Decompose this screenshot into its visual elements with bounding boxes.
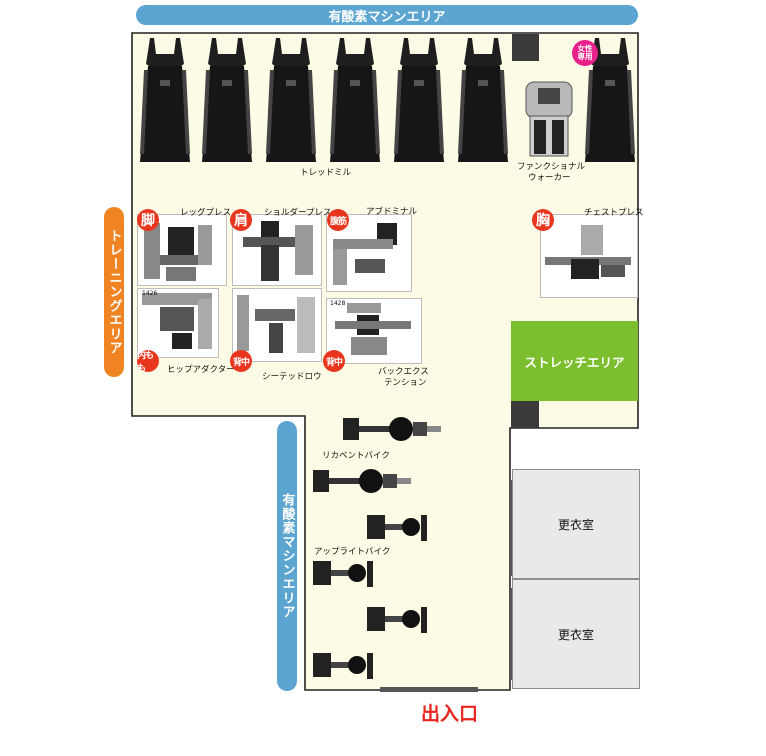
hip-adductor-label: ヒップアダクター <box>167 365 235 375</box>
recumbent-bike-2 <box>313 469 411 493</box>
back-extension-label-2: テンション <box>384 378 427 388</box>
stretch-area: ストレッチエリア <box>511 321 638 401</box>
locker-room-1-label: 更衣室 <box>557 517 594 532</box>
stretch-area-label: ストレッチエリア <box>524 354 625 370</box>
badge-back-ext: 背中 <box>323 350 345 372</box>
badge-abs: 腹筋 <box>327 209 349 231</box>
functional-walker-label-2: ウォーカー <box>528 173 571 183</box>
women-only-text-2: 専用 <box>577 52 593 61</box>
shoulder-press-label: ショルダープレス <box>264 208 332 218</box>
badge-back-row: 背中 <box>230 350 252 372</box>
locker-room-2: 更衣室 <box>512 579 640 689</box>
machine-code-1426: 1426 <box>142 290 158 297</box>
exit-label: 出入口 <box>421 703 479 725</box>
treadmill-4 <box>330 38 380 162</box>
cardio-area-label-side: 有酸素マシンエリア <box>277 421 297 691</box>
chest-press-label: チェストプレス <box>584 208 644 218</box>
locker-room-2-label: 更衣室 <box>557 627 594 642</box>
upright-bike-label: アップライトバイク <box>314 547 391 557</box>
treadmill-5 <box>394 38 444 162</box>
locker-room-1: 更衣室 <box>512 469 640 579</box>
upright-bikes <box>313 515 427 679</box>
treadmill-1 <box>140 38 190 162</box>
chest-press-machine <box>540 214 638 298</box>
leg-press-machine <box>137 214 227 286</box>
leg-press-label: レッグプレス <box>180 208 232 218</box>
treadmill-2 <box>202 38 252 162</box>
seated-row-machine <box>232 288 322 362</box>
recumbent-bike-label: リカベントバイク <box>322 451 390 461</box>
recumbent-bike-1 <box>343 417 441 441</box>
treadmill-label: トレッドミル <box>300 168 352 178</box>
treadmill-3 <box>266 38 316 162</box>
machine-code-1428: 1428 <box>330 300 346 307</box>
badge-shoulder: 肩 <box>230 209 252 231</box>
upright-bike-1 <box>367 515 427 541</box>
back-extension-label-1: バックエクス <box>378 367 429 377</box>
women-only-text-1: 女性 <box>577 44 593 53</box>
treadmill-6 <box>458 38 508 162</box>
badge-leg: 脚 <box>137 209 159 231</box>
upright-bike-2 <box>313 561 373 587</box>
seated-row-label: シーテッドロウ <box>262 372 322 382</box>
training-area-label: トレーニングエリア <box>104 207 124 377</box>
functional-walker <box>525 81 573 157</box>
upright-bike-3 <box>367 607 427 633</box>
abdominal-label: アブドミナル <box>366 207 418 217</box>
women-only-badge: 女性 専用 <box>572 40 598 66</box>
badge-chest: 胸 <box>532 209 554 231</box>
upright-bike-4 <box>313 653 373 679</box>
cardio-area-label-top: 有酸素マシンエリア <box>136 5 638 25</box>
functional-walker-label-1: ファンクショナル <box>517 162 586 172</box>
badge-inner-thigh: 内もも <box>137 350 159 374</box>
hip-adductor-machine <box>137 288 219 358</box>
